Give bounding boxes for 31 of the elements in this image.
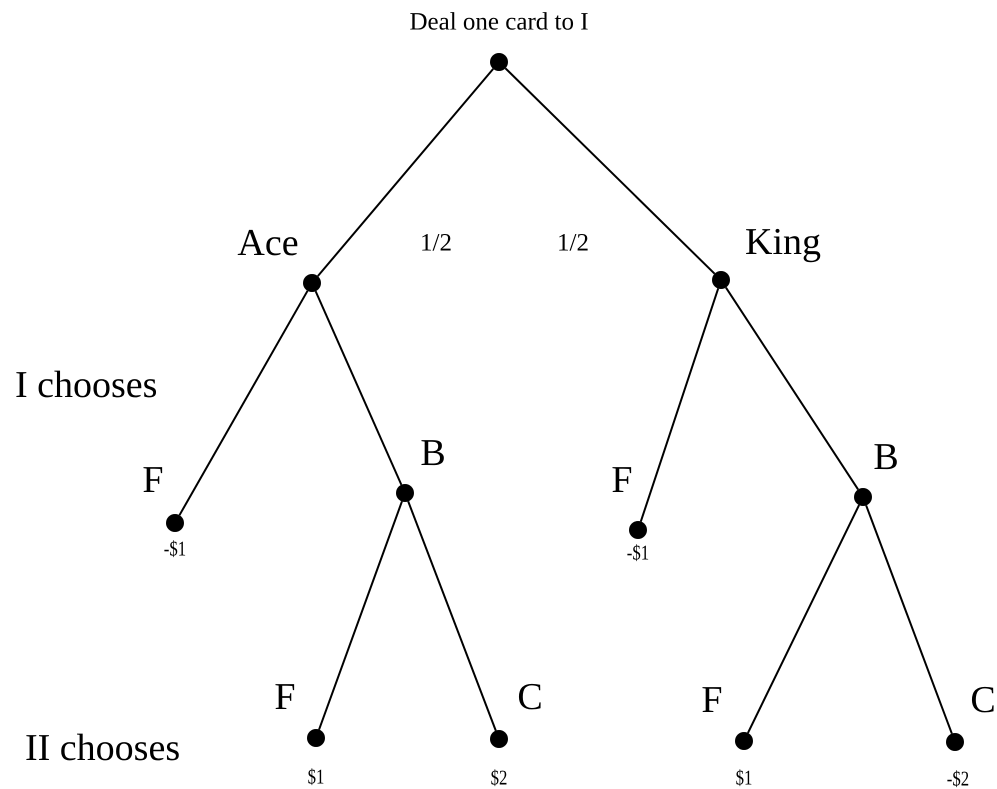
payoff-label: -$2 [946,768,970,789]
row-label: II chooses [25,729,180,767]
payoff-label: $2 [490,768,508,788]
node-label: Ace [237,224,299,262]
edge-label: 1/2 [557,230,589,256]
node-label: F [274,678,296,716]
tree-branch-line [178,290,308,516]
node-label: King [745,223,821,261]
tree-branch-line [725,286,859,490]
row-label: I chooses [15,366,158,404]
tree-branch-line [640,288,720,522]
payoff-label: -$1 [626,542,650,564]
node-label: C [970,681,996,719]
node-label: B [420,434,446,472]
tree-branch-line [407,501,497,731]
payoff-label: $1 [736,768,752,788]
tree-branch-line [318,501,403,730]
payoff-label: $1 [308,766,324,788]
tree-branch-line [747,504,860,734]
node-label: B [873,438,899,476]
node-label: F [701,681,723,719]
node-label: F [611,461,633,499]
root-label: Deal one card to I [409,10,589,34]
edge-label: 1/2 [420,230,452,256]
payoff-label: -$1 [164,538,186,560]
tree-branch-line [504,68,716,274]
node-label: F [142,461,164,499]
tree-branch-line [865,505,953,734]
tree-branch-line [314,290,402,486]
tree-branch-line [317,68,494,277]
node-label: C [517,678,543,716]
